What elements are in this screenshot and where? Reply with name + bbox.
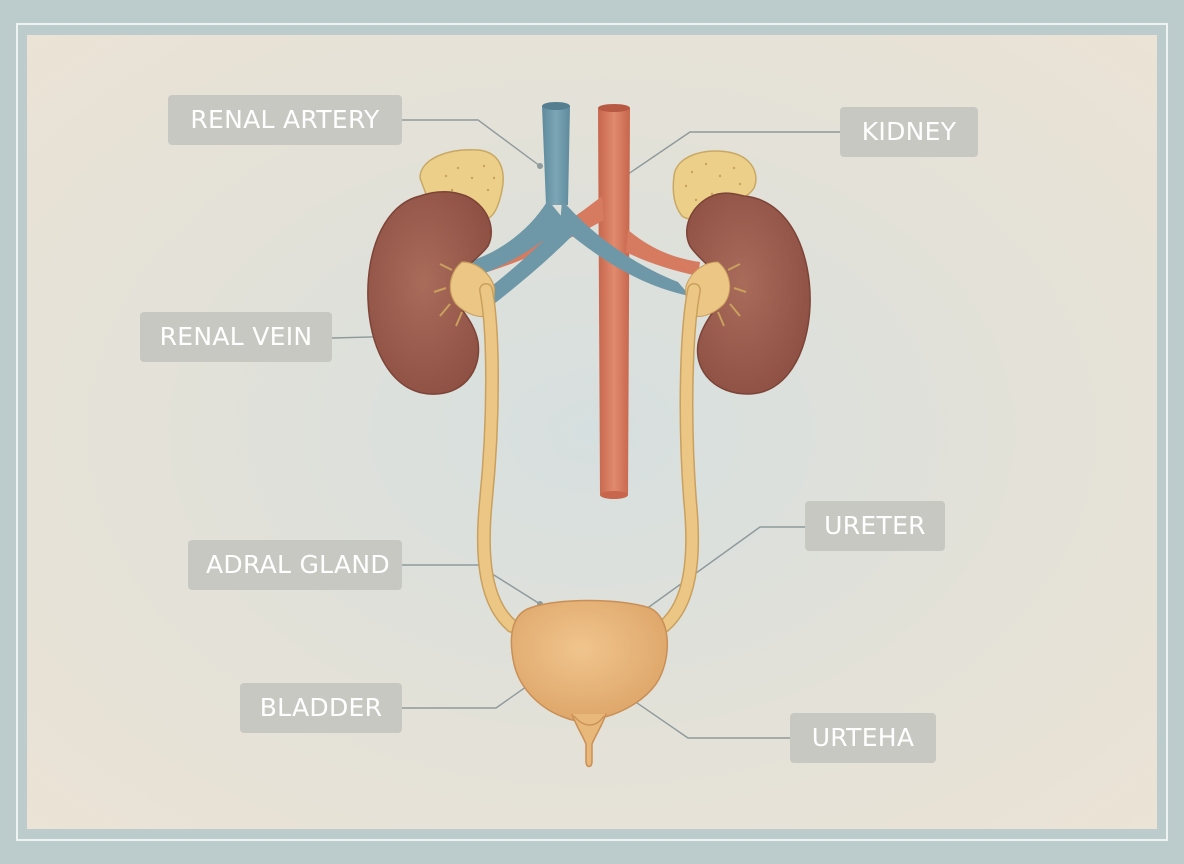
label-kidney: KIDNEY <box>840 107 978 157</box>
label-adral-gland: ADRAL GLAND <box>188 540 402 590</box>
leader-adral-gland <box>402 564 541 605</box>
frame-border <box>16 23 1168 841</box>
kidney-left <box>367 191 493 395</box>
label-ureter: URETER <box>805 501 945 551</box>
label-renal-vein: RENAL VEIN <box>140 312 332 362</box>
ureter-left <box>433 261 519 633</box>
label-renal-artery: RENAL ARTERY <box>168 95 402 145</box>
bladder <box>510 599 668 768</box>
vena-cava <box>468 102 690 304</box>
label-bladder: BLADDER <box>240 683 402 733</box>
kidney-right <box>685 192 811 395</box>
leader-renal-artery <box>402 119 541 167</box>
ureter-right <box>657 261 747 633</box>
leader-kidney <box>611 131 840 186</box>
label-urteha: URTEHA <box>790 713 936 763</box>
